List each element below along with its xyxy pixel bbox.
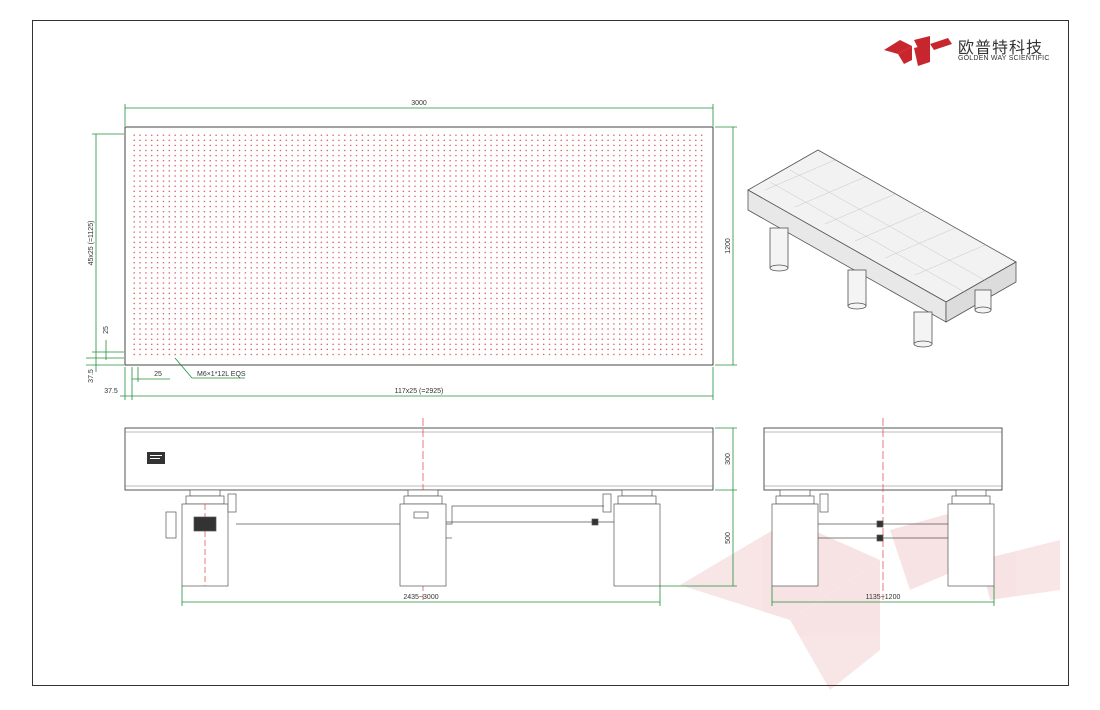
brand-name-en: GOLDEN WAY SCIENTIFIC [958,55,1050,62]
side-leg-right [947,489,995,587]
front-table-body [124,427,714,491]
top-view: 3000 1200 45x25 (=1125) 25 37.5 [86,100,737,400]
side-dims [771,586,995,606]
front-table-height-label: 300 [725,453,732,465]
dim-length [124,104,714,126]
side-view: 1135~1200 [763,418,1003,606]
iso-leg-1 [769,227,789,269]
dim-width [715,126,737,366]
iso-leg-2 [847,269,867,307]
hole-spec-label: M6×1*12L EQS [197,371,246,378]
dim-pitch-y-label: 25 [103,326,110,334]
front-leg-span-label: 2435~3000 [403,594,438,601]
dim-pitch-x-label: 25 [154,371,162,378]
side-leg-left [771,489,829,587]
isometric-view [747,149,1017,348]
front-leg-center [399,489,447,587]
front-air-lines [236,505,614,539]
iso-leg-3 [913,311,933,345]
front-dims [181,427,737,606]
dim-edge-offset-y-label: 37.5 [88,369,95,383]
front-leg-left [181,489,229,587]
dim-length-label: 3000 [411,100,427,107]
golden-way-logo-icon [884,36,952,66]
drawing-frame [32,20,1069,686]
brand-logo: 欧普特科技 GOLDEN WAY SCIENTIFIC [884,34,1054,70]
table-top-outline [124,126,714,366]
front-leg-height-label: 500 [725,532,732,544]
front-valve-left [165,493,237,539]
front-leg-right [602,489,661,587]
front-view: 300 500 2435~3000 [124,418,737,606]
dim-hole-grid-x-label: 117x25 (=2925) [395,388,444,395]
iso-hole-lines [764,159,989,295]
brand-name-cn: 欧普特科技 [958,38,1044,57]
side-leg-span-label: 1135~1200 [866,594,901,601]
dim-width-label: 1200 [725,238,732,254]
dim-hole-grid-x [120,357,714,400]
dim-edge-offset-x-label: 37.5 [104,388,118,395]
hole-grid [132,133,706,359]
side-air-lines [818,520,948,542]
dim-hole-grid-y [86,133,124,372]
dim-hole-grid-y-label: 45x25 (=1125) [88,221,95,266]
front-leg-nameplate [193,516,217,532]
